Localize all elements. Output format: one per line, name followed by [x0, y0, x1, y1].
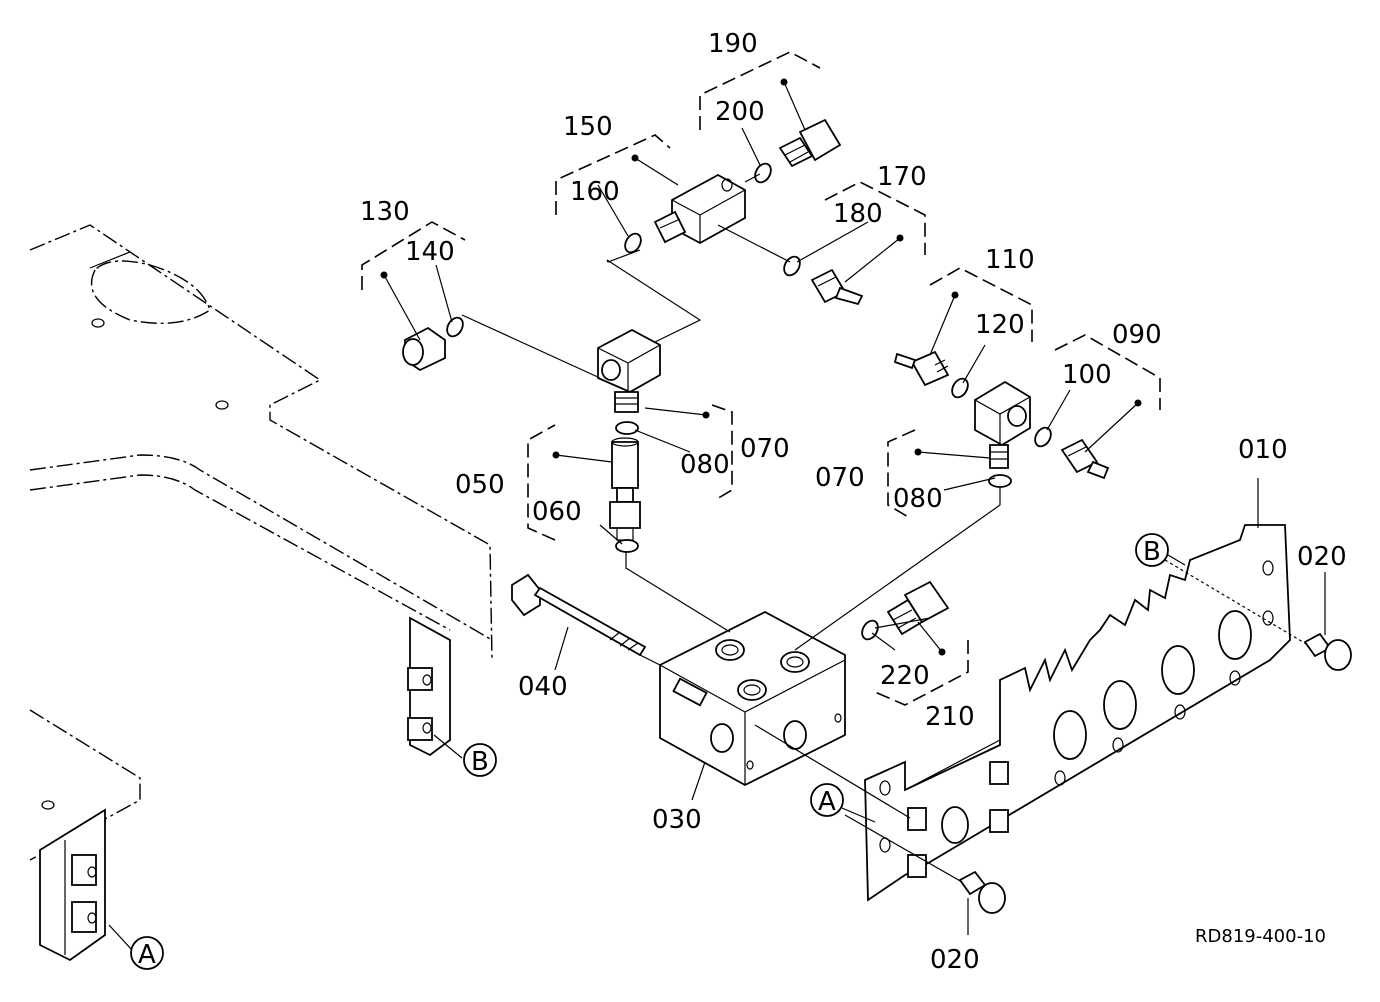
leader-lines [108, 78, 1326, 951]
callout-200: 200 [715, 97, 765, 127]
bolt-040 [511, 573, 647, 657]
marker-a-plate-label: A [818, 787, 836, 817]
plug-130 [402, 326, 446, 372]
callout-050: 050 [455, 470, 505, 500]
callout-040: 040 [518, 672, 568, 702]
callout-020-bottom: 020 [930, 945, 980, 975]
marker-b-bracket: B [463, 743, 497, 777]
callout-090: 090 [1112, 320, 1162, 350]
phantom-frame [29, 224, 493, 861]
callout-100: 100 [1062, 360, 1112, 390]
plate-010 [864, 524, 1291, 902]
valve-block-030 [659, 610, 846, 787]
marker-a-plate: A [810, 783, 844, 817]
o-rings [446, 162, 1052, 641]
elbow-070-left [597, 328, 661, 413]
callout-030: 030 [652, 805, 702, 835]
valve-150 [653, 173, 746, 245]
callout-150: 150 [563, 112, 613, 142]
bolts-020 [958, 632, 1352, 914]
callout-020-right: 020 [1297, 542, 1347, 572]
callout-160: 160 [570, 177, 620, 207]
callout-120: 120 [975, 310, 1025, 340]
marker-a-left-label: A [138, 940, 156, 970]
callout-labels: 010 020 020 030 040 050 060 070 070 080 … [360, 29, 1347, 975]
connection-lines [461, 173, 1309, 883]
marker-b-bracket-label: B [471, 747, 489, 777]
callout-130: 130 [360, 197, 410, 227]
fitting-090 [1060, 438, 1110, 480]
callout-080-left: 080 [680, 450, 730, 480]
middle-bracket [407, 616, 451, 757]
marker-b-plate-label: B [1143, 537, 1161, 567]
callout-190: 190 [708, 29, 758, 59]
callout-010: 010 [1238, 435, 1288, 465]
callout-210: 210 [925, 702, 975, 732]
callout-140: 140 [405, 237, 455, 267]
callout-080-right: 080 [893, 484, 943, 514]
sensor-210 [886, 580, 950, 636]
marker-b-plate: B [1135, 533, 1169, 567]
callout-070-right: 070 [815, 463, 865, 493]
callout-180: 180 [833, 199, 883, 229]
fitting-170 [810, 268, 864, 306]
marker-a-left: A [130, 936, 164, 970]
callout-220: 220 [880, 661, 930, 691]
callout-070-left: 070 [740, 434, 790, 464]
group-brackets [361, 51, 1161, 706]
callout-170: 170 [877, 162, 927, 192]
elbow-070-right [974, 380, 1031, 469]
left-bracket [39, 808, 106, 962]
adaptor-050 [609, 437, 641, 541]
drawing-reference: RD819-400-10 [1195, 926, 1326, 947]
callout-110: 110 [985, 245, 1035, 275]
sensor-190 [778, 118, 842, 168]
fitting-110 [893, 350, 950, 387]
callout-060: 060 [532, 497, 582, 527]
